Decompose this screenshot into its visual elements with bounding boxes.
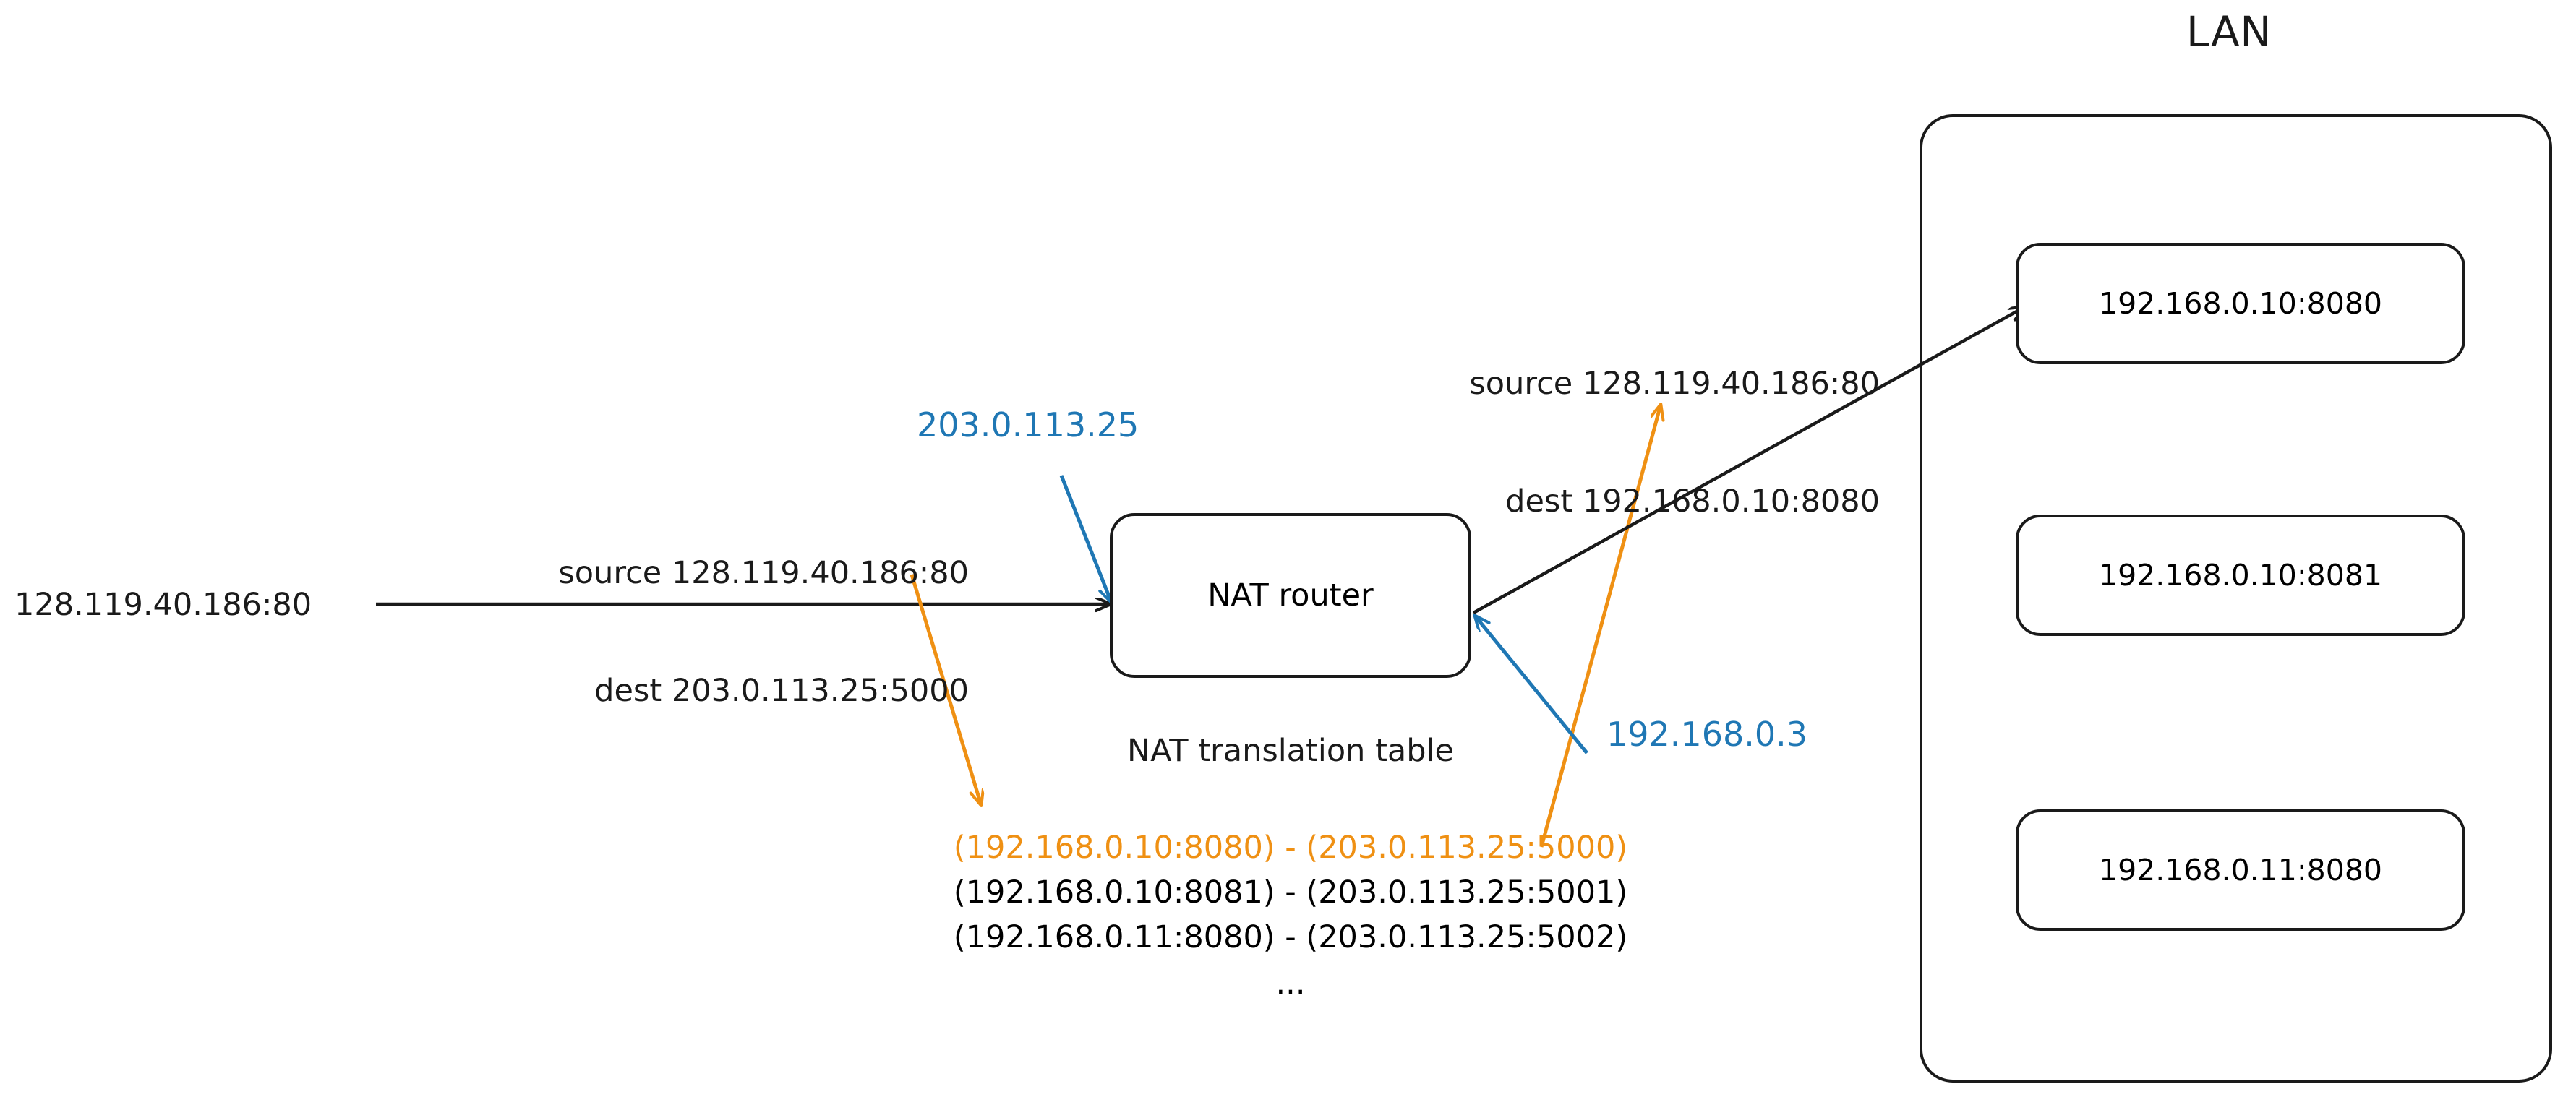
lan-host-2-label: 192.168.0.10:8081 — [2098, 558, 2383, 593]
router-wan-ip-label: 203.0.113.25 — [917, 405, 1139, 444]
table-row: (192.168.0.11:8080) - (203.0.113.25:5002… — [953, 919, 1628, 955]
external-host-label: 128.119.40.186:80 — [14, 587, 312, 623]
lan-host-3[interactable]: 192.168.0.11:8080 — [2016, 809, 2465, 931]
arrow-wan-ip-pointer — [1059, 475, 1111, 602]
inbound-packet-dest: dest 203.0.113.25:5000 — [594, 672, 969, 709]
lan-host-1-label: 192.168.0.10:8080 — [2098, 286, 2383, 321]
router-lan-ip-label: 192.168.0.3 — [1606, 715, 1807, 754]
lan-host-1[interactable]: 192.168.0.10:8080 — [2016, 243, 2465, 364]
lan-title: LAN — [2186, 7, 2272, 56]
nat-router-label: NAT router — [1207, 577, 1374, 614]
inbound-packet-label: source 128.119.40.186:80 dest 203.0.113.… — [289, 476, 969, 788]
nat-table-ellipsis: ... — [1275, 965, 1306, 1002]
lan-host-3-label: 192.168.0.11:8080 — [2098, 853, 2383, 887]
lan-boundary — [1920, 114, 2552, 1083]
lan-host-2[interactable]: 192.168.0.10:8081 — [2016, 515, 2465, 636]
table-row: (192.168.0.10:8081) - (203.0.113.25:5001… — [953, 874, 1628, 911]
inbound-packet-source: source 128.119.40.186:80 — [558, 555, 969, 592]
translated-packet-label: source 128.119.40.186:80 dest 192.168.0.… — [1229, 286, 1880, 599]
table-row: (192.168.0.10:8080) - (203.0.113.25:5000… — [953, 830, 1628, 866]
nat-router-node[interactable]: NAT router — [1110, 513, 1471, 678]
nat-table-caption: NAT translation table — [1127, 733, 1454, 769]
nat-translation-table: (192.168.0.10:8080) - (203.0.113.25:5000… — [803, 830, 1779, 1002]
translated-packet-source: source 128.119.40.186:80 — [1469, 366, 1880, 403]
translated-packet-dest: dest 192.168.0.10:8080 — [1505, 483, 1880, 520]
